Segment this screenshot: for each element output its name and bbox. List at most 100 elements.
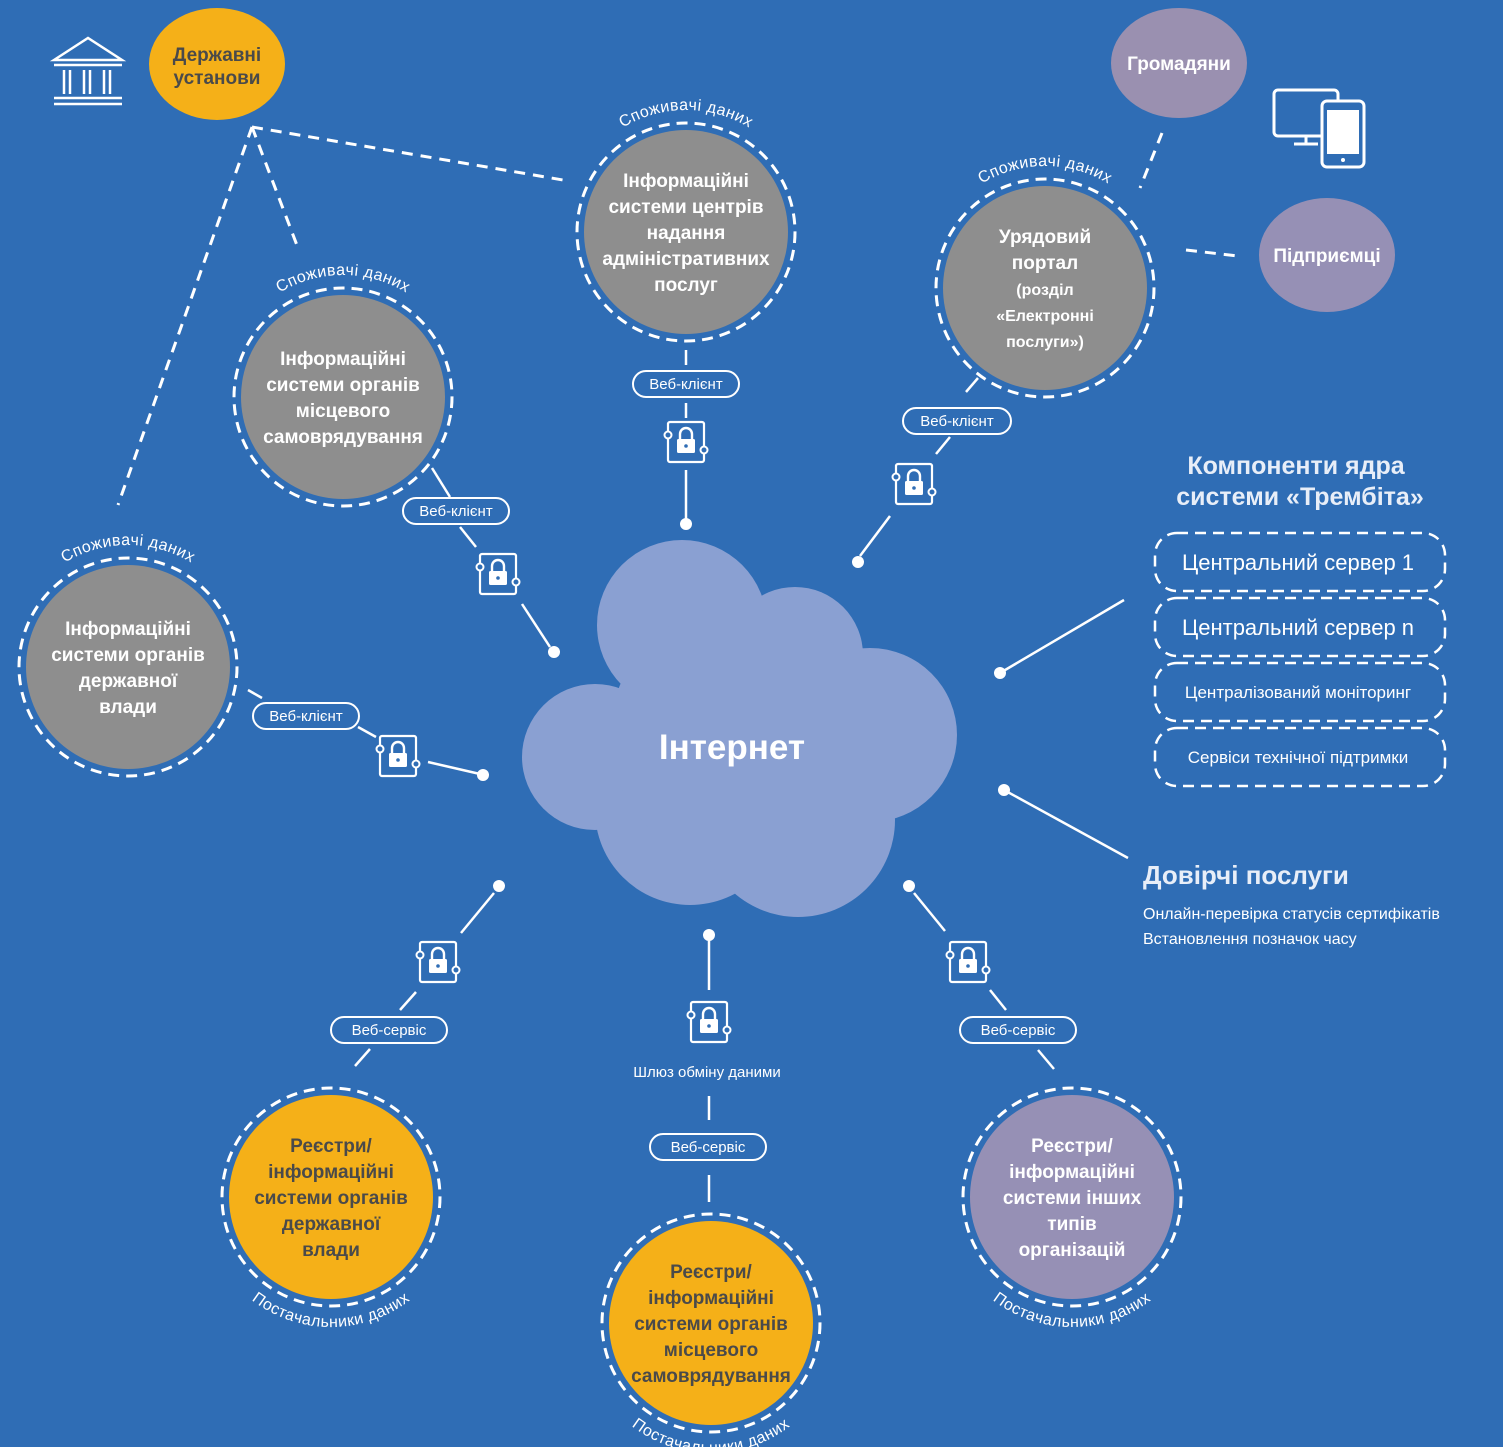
web-service-pill-state-reg: Веб-сервіс [330,1016,448,1044]
consumer-state-label-2: системи органів [51,645,205,666]
connector-line [989,989,1007,1011]
provider-state-reg-label-1: Реєстри/ [290,1136,372,1157]
core-item-3: Централізований моніторинг [1153,661,1447,723]
provider-other-reg-ring [961,1086,1183,1308]
consumer-portal-circle [943,186,1147,390]
provider-local-reg-label-1: Реєстри/ [670,1262,752,1283]
connector-line [859,515,891,557]
web-service-pill-state-reg-label: Веб-сервіс [352,1022,427,1039]
consumer-portal-ring [934,177,1156,399]
provider-state-reg-label-3: системи органів [254,1188,408,1209]
trust-link-dot [998,784,1010,796]
web-client-pill-acs: Веб-клієнт [632,370,740,398]
connector-line [459,526,477,548]
consumer-acs-label-3: надання [647,223,726,244]
web-service-pill-other-reg: Веб-сервіс [959,1016,1077,1044]
provider-state-reg-ring [220,1086,442,1308]
provider-local-reg-label-3: системи органів [634,1314,788,1335]
connector-line [357,725,377,739]
consumer-state-caption: Споживачі даних [58,532,198,566]
trust-services-line-1: Онлайн-перевірка статусів сертифікатів [1143,906,1440,923]
citizens-label: Громадяни [1127,54,1231,75]
connector-dot [477,769,489,781]
consumer-portal-label-2: портал [1012,253,1078,274]
consumer-acs-label-2: системи центрів [608,197,763,218]
consumer-local-label-3: місцевого [296,401,390,422]
provider-local-reg-ring [600,1212,822,1434]
connector-dot [493,880,505,892]
provider-other-reg-label-4: типів [1047,1214,1096,1235]
core-item-4: Сервіси технічної підтримки [1153,726,1447,788]
state-institutions-label-2: установи [174,68,261,89]
connector-line [247,688,263,700]
internet-label: Інтернет [659,728,805,767]
lock-icon-local [475,552,521,596]
connector-dot [680,518,692,530]
lock-icon-other-reg [945,940,991,984]
core-item-label-3: Централізований моніторинг [1185,683,1411,702]
core-link [999,598,1125,675]
lock-icon-portal [891,462,937,506]
consumer-state-ring [17,556,239,778]
consumer-local-label-2: системи органів [266,375,420,396]
consumer-state-circle [26,565,230,769]
provider-other-reg-label-2: інформаційні [1009,1162,1135,1183]
web-client-pill-acs-label: Веб-клієнт [649,376,723,393]
state-institutions-label-1: Державні [173,45,261,66]
core-link-dot [994,667,1006,679]
core-components-list: Центральний сервер 1 Центральний сервер n… [1153,531,1447,788]
web-client-pill-local-label: Веб-клієнт [419,503,493,520]
consumer-acs-ring [575,121,797,343]
lock-icon-state-reg [415,940,461,984]
core-item-label-2: Центральний сервер n [1182,615,1414,640]
connector-line [935,436,951,455]
core-item-label-4: Сервіси технічної підтримки [1188,748,1408,767]
consumer-portal: Урядовийпортал(розділ«Електронніпослуги»… [934,153,1156,399]
core-title-1: Компоненти ядра [1187,452,1405,480]
consumer-acs-label-5: послуг [654,275,718,296]
citizens-link [1138,132,1164,189]
provider-state-reg-circle [229,1095,433,1299]
internet-cloud [522,540,957,917]
connector-line [399,991,417,1011]
consumer-portal-label-5: послуги») [1006,334,1084,351]
gateway-label: Шлюз обміну даними [633,1064,780,1081]
consumer-state-label-3: державної [79,671,178,692]
consumer-state-label-4: влади [99,697,157,718]
consumer-local-caption: Споживачі даних [273,262,413,296]
connector-dot [903,880,915,892]
connector-line [430,467,452,498]
provider-other-reg-circle [970,1095,1174,1299]
consumer-local-circle [241,295,445,499]
consumer-local-label-4: самоврядування [263,427,423,448]
citizens-node [1111,8,1247,118]
connector-line [965,377,979,393]
core-item-1: Центральний сервер 1 [1153,531,1447,593]
web-client-pill-portal-label: Веб-клієнт [920,413,994,430]
provider-state-reg-label-4: державної [282,1214,381,1235]
connector-line [354,1048,371,1067]
lock-icon-state [375,734,421,778]
provider-local-reg-circle [609,1221,813,1425]
web-service-pill-other-reg-label: Веб-сервіс [981,1022,1056,1039]
provider-other-reg-label-3: системи інших [1003,1188,1142,1209]
core-title-2: системи «Трембіта» [1176,483,1423,511]
provider-other-reg-label-5: організацій [1019,1240,1126,1261]
institution-links [116,125,564,506]
consumer-acs-circle [584,130,788,334]
connector-line [913,892,946,932]
web-client-pill-local: Веб-клієнт [402,497,510,525]
lock-icon-acs [663,420,709,464]
trust-services-line-2: Встановлення позначок часу [1143,931,1357,948]
consumer-portal-label-1: Урядовий [999,227,1091,248]
connector-line [427,760,481,776]
government-building-icon [49,36,127,106]
